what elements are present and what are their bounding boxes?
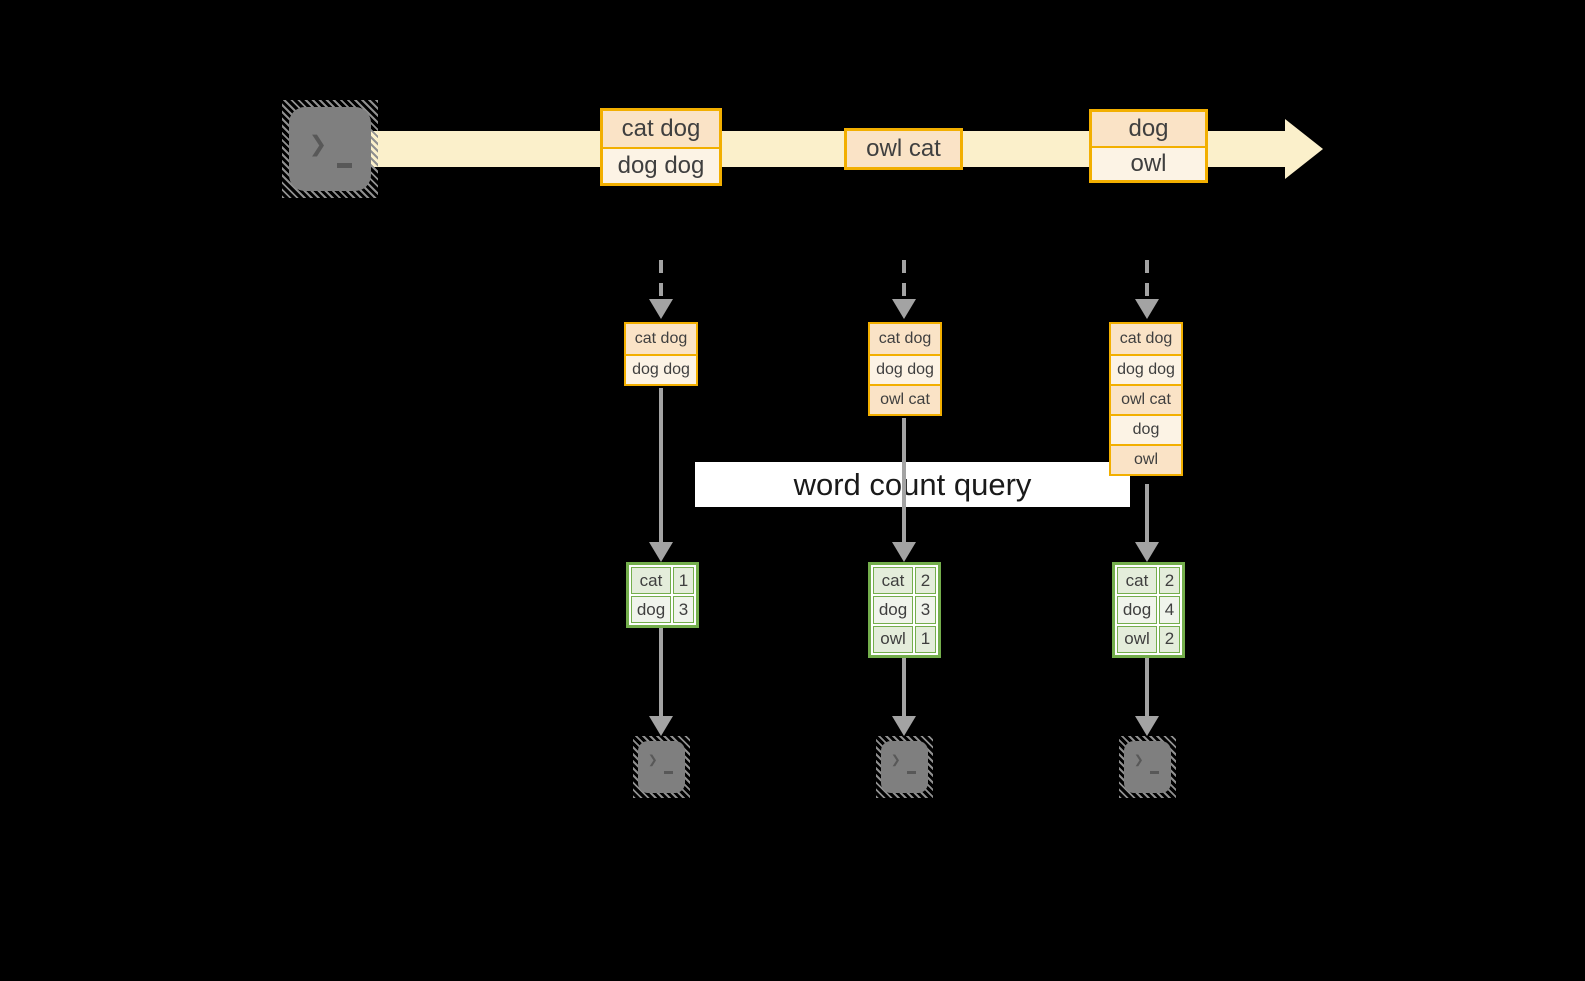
table-row: dog 4: [1117, 596, 1180, 624]
arrowhead-icon: [1135, 542, 1159, 562]
count-cell: 4: [1159, 596, 1180, 624]
table-row: cat 2: [873, 567, 936, 595]
count-cell: 2: [1159, 625, 1180, 653]
event-text: owl cat: [847, 131, 960, 167]
connector-line: [659, 628, 663, 717]
word-cell: owl: [873, 625, 913, 653]
buffer-row: owl cat: [870, 384, 940, 414]
buffer-row: cat dog: [870, 324, 940, 354]
count-cell: 3: [673, 596, 694, 623]
dashed-arrowhead-icon: [892, 299, 916, 319]
arrowhead-icon: [649, 716, 673, 736]
word-cell: cat: [1117, 567, 1157, 595]
count-cell: 3: [915, 596, 936, 624]
table-row: dog 3: [873, 596, 936, 624]
event-text: dog dog: [603, 147, 719, 183]
count-cell: 2: [915, 567, 936, 595]
connector-line: [1145, 658, 1149, 717]
stream-event-box-3: dog owl: [1089, 109, 1208, 183]
buffer-row: dog dog: [1111, 354, 1181, 384]
connector-line: [902, 658, 906, 717]
dashed-arrowhead-icon: [649, 299, 673, 319]
buffer-row: dog dog: [626, 354, 696, 384]
arrowhead-icon: [892, 716, 916, 736]
stream-event-box-2: owl cat: [844, 128, 963, 170]
word-cell: owl: [1117, 625, 1157, 653]
output-terminal-icon-3: ❯: [1119, 736, 1176, 798]
connector-line: [1145, 484, 1149, 545]
stream-arrowhead-icon: [1285, 119, 1323, 179]
word-cell: cat: [631, 567, 671, 594]
table-row: dog 3: [631, 596, 694, 623]
buffer-row: dog: [1111, 414, 1181, 444]
source-terminal-icon: ❯: [282, 100, 378, 198]
terminal-screen: ❯: [1124, 741, 1171, 793]
table-row: owl 1: [873, 625, 936, 653]
buffer-row: owl: [1111, 444, 1181, 474]
word-count-query-banner: word count query: [695, 462, 1130, 507]
buffer-stack-3: cat dog dog dog owl cat dog owl: [1109, 322, 1183, 476]
terminal-screen: ❯: [289, 107, 371, 191]
buffer-row: dog dog: [870, 354, 940, 384]
word-cell: dog: [631, 596, 671, 623]
buffer-stack-2: cat dog dog dog owl cat: [868, 322, 942, 416]
event-text: cat dog: [603, 111, 719, 147]
output-terminal-icon-1: ❯: [633, 736, 690, 798]
terminal-screen: ❯: [881, 741, 928, 793]
terminal-cursor-icon: [1150, 771, 1159, 774]
dashed-arrow-line: [902, 260, 906, 300]
count-cell: 1: [673, 567, 694, 594]
dashed-arrowhead-icon: [1135, 299, 1159, 319]
connector-line: [902, 418, 906, 545]
terminal-cursor-icon: [664, 771, 673, 774]
table-row: owl 2: [1117, 625, 1180, 653]
arrowhead-icon: [1135, 716, 1159, 736]
connector-line: [659, 388, 663, 545]
terminal-cursor-icon: [907, 771, 916, 774]
count-cell: 1: [915, 625, 936, 653]
terminal-prompt-icon: ❯: [648, 750, 658, 769]
buffer-row: cat dog: [1111, 324, 1181, 354]
buffer-row: cat dog: [626, 324, 696, 354]
event-text: dog: [1092, 112, 1205, 146]
terminal-prompt-icon: ❯: [891, 750, 901, 769]
terminal-cursor-icon: [337, 163, 352, 168]
output-terminal-icon-2: ❯: [876, 736, 933, 798]
terminal-prompt-icon: ❯: [309, 127, 328, 162]
arrowhead-icon: [892, 542, 916, 562]
terminal-screen: ❯: [638, 741, 685, 793]
word-cell: dog: [873, 596, 913, 624]
dashed-arrow-line: [659, 260, 663, 300]
word-count-table-3: cat 2 dog 4 owl 2: [1112, 562, 1185, 658]
arrowhead-icon: [649, 542, 673, 562]
word-cell: dog: [1117, 596, 1157, 624]
buffer-row: owl cat: [1111, 384, 1181, 414]
word-cell: cat: [873, 567, 913, 595]
stream-event-box-1: cat dog dog dog: [600, 108, 722, 186]
event-text: owl: [1092, 146, 1205, 180]
dashed-arrow-line: [1145, 260, 1149, 300]
word-count-table-1: cat 1 dog 3: [626, 562, 699, 628]
table-row: cat 2: [1117, 567, 1180, 595]
count-cell: 2: [1159, 567, 1180, 595]
buffer-stack-1: cat dog dog dog: [624, 322, 698, 386]
banner-label: word count query: [793, 466, 1032, 502]
table-row: cat 1: [631, 567, 694, 594]
terminal-prompt-icon: ❯: [1134, 750, 1144, 769]
word-count-table-2: cat 2 dog 3 owl 1: [868, 562, 941, 658]
